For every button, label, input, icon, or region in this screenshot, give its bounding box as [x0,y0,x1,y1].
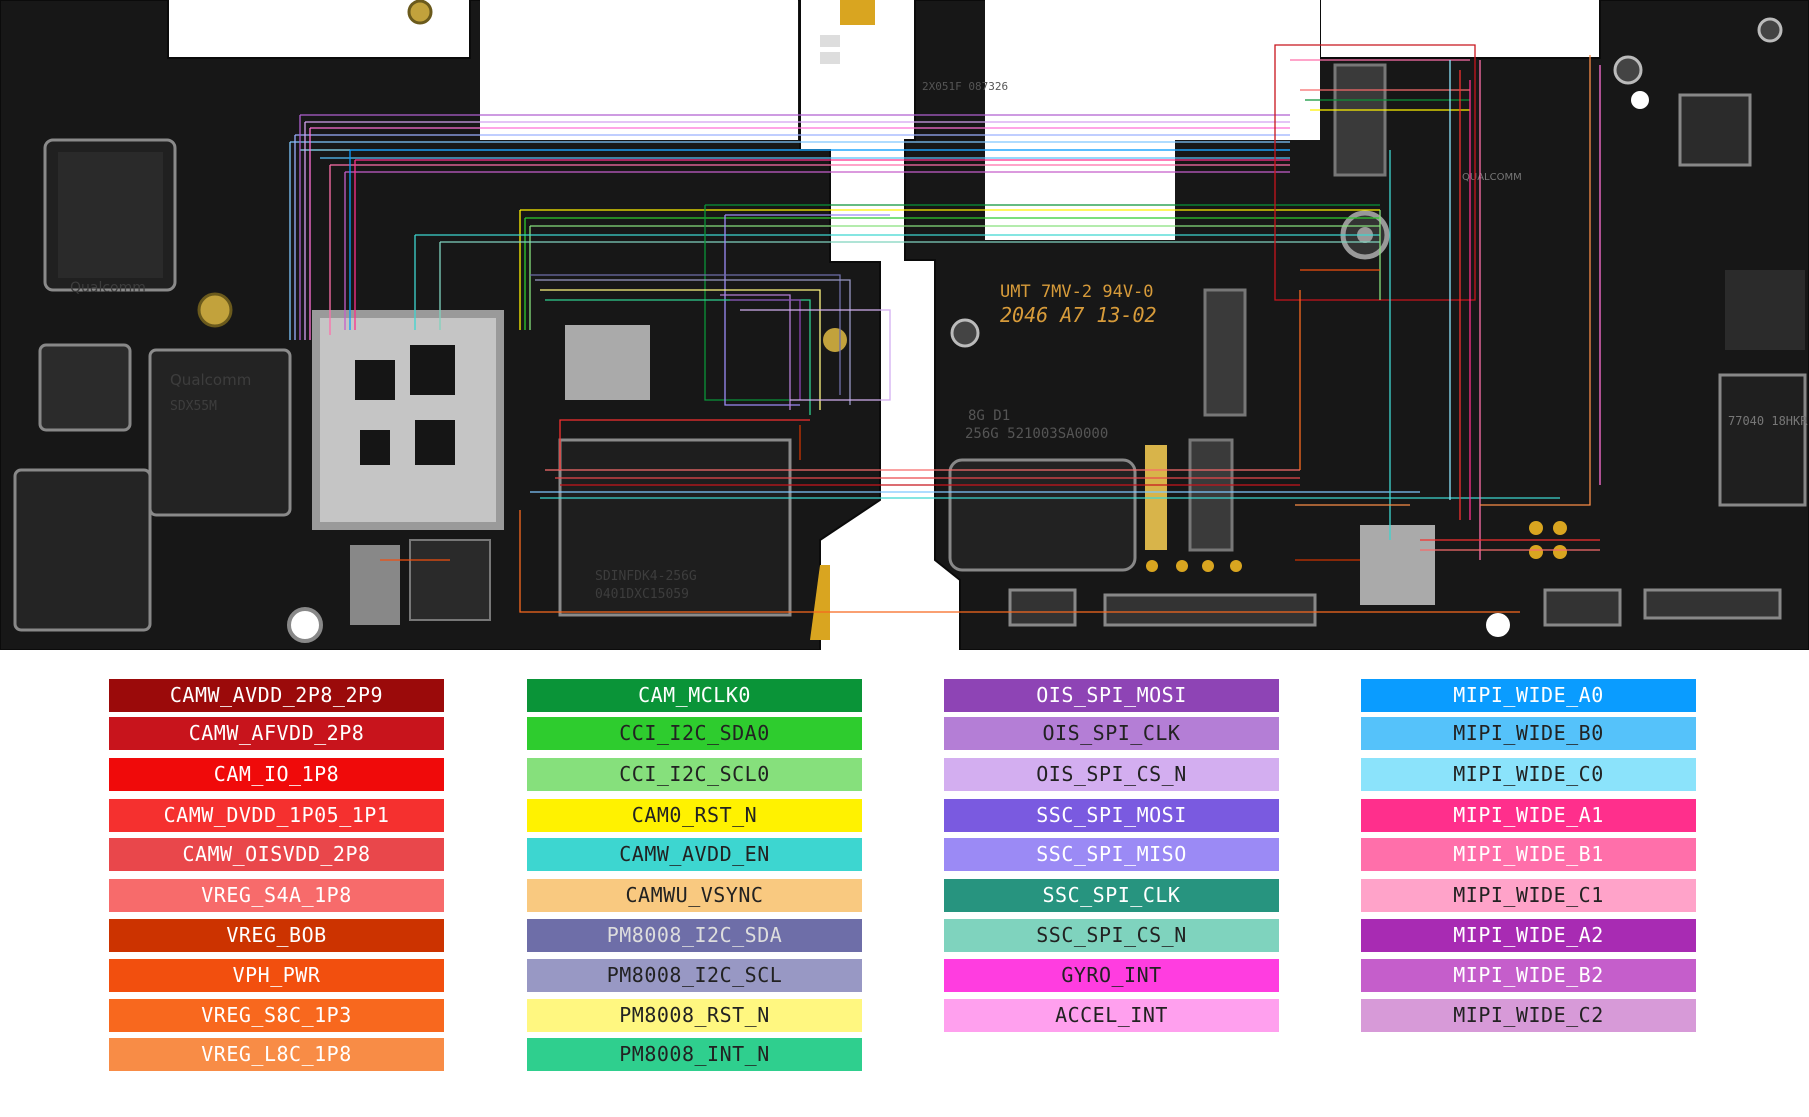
board-text-code: 2046 A7 13-02 [1000,303,1157,327]
legend-signal-ssc-spi-miso: SSC_SPI_MISO [944,838,1279,871]
legend-signal-pm8008-i2c-scl: PM8008_I2C_SCL [527,959,862,992]
legend-signal-mipi-wide-a2: MIPI_WIDE_A2 [1361,919,1696,952]
legend-signal-cci-i2c-scl0: CCI_I2C_SCL0 [527,758,862,791]
legend-signal-vreg-s8c-1p3: VREG_S8C_1P3 [109,999,444,1032]
legend-signal-vreg-bob: VREG_BOB [109,919,444,952]
legend-signal-camw-avdd-2p8-2p9: CAMW_AVDD_2P8_2P9 [109,679,444,712]
legend-signal-pm8008-int-n: PM8008_INT_N [527,1038,862,1071]
legend-signal-camw-oisvdd-2p8: CAMW_OISVDD_2P8 [109,838,444,871]
board-text-sdinf: SDINFDK4-256G [595,569,697,584]
legend-signal-camw-afvdd-2p8: CAMW_AFVDD_2P8 [109,717,444,750]
legend-signal-pm8008-rst-n: PM8008_RST_N [527,999,862,1032]
legend-signal-camw-avdd-en: CAMW_AVDD_EN [527,838,862,871]
left-memory-chip [558,438,792,617]
board-text-umt: UMT 7MV-2 94V-0 [1000,282,1154,302]
legend-signal-ois-spi-mosi: OIS_SPI_MOSI [944,679,1279,712]
board-text-mem: 8G D1 [968,408,1010,424]
board-text-sdinf2: 0401DXC15059 [595,587,689,602]
legend-signal-vph-pwr: VPH_PWR [109,959,444,992]
right-window [985,0,1320,140]
legend-signal-mipi-wide-c0: MIPI_WIDE_C0 [1361,758,1696,791]
legend-signal-camw-dvdd-1p05-1p1: CAMW_DVDD_1P05_1P1 [109,799,444,832]
legend-signal-pm8008-i2c-sda: PM8008_I2C_SDA [527,919,862,952]
pcb-board-diagram: UMT 7MV-2 94V-0 2046 A7 13-02 8G D1 256G… [0,0,1809,650]
legend-signal-camwu-vsync: CAMWU_VSYNC [527,879,862,912]
legend-signal-ois-spi-cs-n: OIS_SPI_CS_N [944,758,1279,791]
legend-signal-ois-spi-clk: OIS_SPI_CLK [944,717,1279,750]
legend-signal-ssc-spi-cs-n: SSC_SPI_CS_N [944,919,1279,952]
legend-signal-mipi-wide-a1: MIPI_WIDE_A1 [1361,799,1696,832]
board-text-sdx: SDX55M [170,399,217,414]
right-connector-b [1188,438,1234,552]
right-bga-chip [1360,525,1435,605]
legend-signal-accel-int: ACCEL_INT [944,999,1279,1032]
legend-signal-gyro-int: GYRO_INT [944,959,1279,992]
legend-signal-mipi-wide-c2: MIPI_WIDE_C2 [1361,999,1696,1032]
legend-signal-vreg-l8c-1p8: VREG_L8C_1P8 [109,1038,444,1071]
legend-signal-vreg-s4a-1p8: VREG_S4A_1P8 [109,879,444,912]
board-text-qc1: Qualcomm [170,371,251,389]
legend-signal-ssc-spi-mosi: SSC_SPI_MOSI [944,799,1279,832]
legend-signal-mipi-wide-b2: MIPI_WIDE_B2 [1361,959,1696,992]
legend-signal-cam0-rst-n: CAM0_RST_N [527,799,862,832]
legend-signal-cam-mclk0: CAM_MCLK0 [527,679,862,712]
left-bga-small [565,325,650,400]
board-text-mem2: 256G 521003SA0000 [965,426,1108,442]
legend-signal-ssc-spi-clk: SSC_SPI_CLK [944,879,1279,912]
legend-signal-cci-i2c-sda0: CCI_I2C_SDA0 [527,717,862,750]
board-text-qualcomm-r: QUALCOMM [1462,172,1522,183]
legend-signal-mipi-wide-a0: MIPI_WIDE_A0 [1361,679,1696,712]
board-text-qr: 2X051F 087326 [922,80,1008,93]
legend-signal-mipi-wide-b1: MIPI_WIDE_B1 [1361,838,1696,871]
right-connector-a [1203,288,1247,417]
legend-signal-mipi-wide-c1: MIPI_WIDE_C1 [1361,879,1696,912]
board-text-qc2: Qualcomm [70,280,146,296]
signal-traces [289,44,1601,613]
left-window [480,0,798,140]
legend-signal-mipi-wide-b0: MIPI_WIDE_B0 [1361,717,1696,750]
left-chip-sdx55m [148,348,292,517]
legend-signal-cam-io-1p8: CAM_IO_1P8 [109,758,444,791]
board-text-right-ic: 77040 18HKR [1728,414,1808,428]
